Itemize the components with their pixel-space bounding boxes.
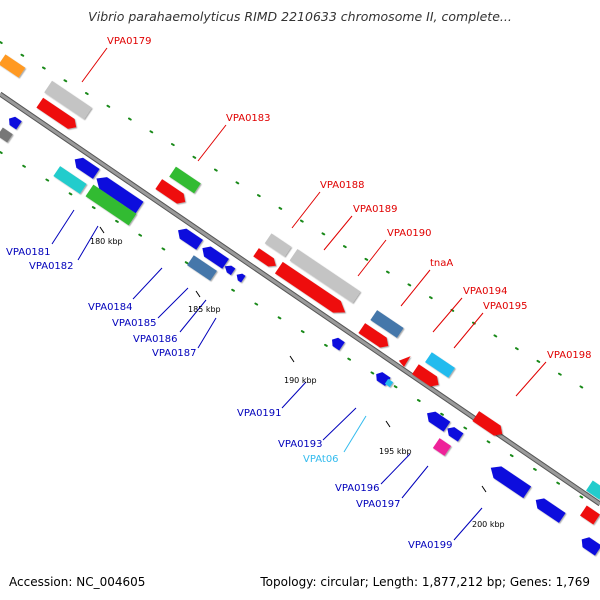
feature-vpa0194-red[interactable] bbox=[412, 364, 442, 390]
leader-lines-top bbox=[81, 47, 547, 397]
feature-vpa0196-blue[interactable] bbox=[424, 408, 451, 432]
scale-ticks: 180 kbp 185 kbp 190 kbp 195 kbp 200 kbp bbox=[90, 226, 505, 529]
genome-summary-text: Topology: circular; Length: 1,877,212 bp… bbox=[260, 575, 590, 589]
feature-vpa0186-steel[interactable] bbox=[187, 255, 217, 281]
scale-tick-label: 195 kbp bbox=[379, 447, 412, 456]
feature-edge-cyan[interactable] bbox=[586, 480, 600, 500]
scale-tick-label: 185 kbp bbox=[188, 305, 221, 314]
feature-vpa0184-blue[interactable] bbox=[175, 225, 203, 250]
backbone-line bbox=[0, 92, 600, 506]
feature-vpa0189-red[interactable] bbox=[274, 261, 349, 318]
feature-vpa0198-red[interactable] bbox=[472, 411, 505, 439]
gene-label[interactable]: VPA0185 bbox=[112, 318, 157, 329]
labels-top: VPA0179 VPA0183 VPA0188 VPA0189 VPA0190 … bbox=[107, 36, 592, 361]
feature-vpat06-lightblue[interactable] bbox=[384, 378, 394, 388]
gene-label[interactable]: VPA0196 bbox=[335, 483, 380, 494]
feature-vpa0187-blue[interactable] bbox=[234, 271, 246, 283]
feature-vpa0181-cyan[interactable] bbox=[53, 166, 87, 194]
gene-label[interactable]: VPA0189 bbox=[353, 204, 398, 215]
feature-vpa0190-red[interactable] bbox=[358, 323, 391, 351]
scale-tick-label: 190 kbp bbox=[284, 376, 317, 385]
map-title: Vibrio parahaemolyticus RIMD 2210633 chr… bbox=[88, 9, 512, 24]
feature-vpa0186-blue[interactable] bbox=[223, 263, 236, 276]
feature-edge-blue[interactable] bbox=[578, 534, 600, 556]
scale-tick-label: 200 kbp bbox=[472, 520, 505, 529]
gene-label[interactable]: VPA0179 bbox=[107, 36, 152, 47]
feature-vpa0196-magenta[interactable] bbox=[432, 438, 452, 456]
labels-bottom: VPA0181 VPA0182 VPA0184 VPA0185 VPA0186 … bbox=[6, 247, 453, 551]
feature-vpa0191-blue[interactable] bbox=[329, 335, 345, 351]
gene-label[interactable]: VPA0197 bbox=[356, 499, 401, 510]
feature-vpa0188-gray[interactable] bbox=[264, 233, 292, 257]
leader-line-trna bbox=[343, 415, 367, 453]
feature-vpa0182-blue[interactable] bbox=[93, 173, 144, 214]
gene-label[interactable]: VPA0184 bbox=[88, 302, 133, 313]
feature-vpa0189-gray[interactable] bbox=[289, 248, 361, 304]
gene-label[interactable]: VPA0183 bbox=[226, 113, 271, 124]
gene-label[interactable]: VPA0188 bbox=[320, 180, 365, 191]
gene-label[interactable]: VPA0182 bbox=[29, 261, 74, 272]
feature-left-blue[interactable] bbox=[6, 114, 22, 130]
feature-vpa0190-steel[interactable] bbox=[370, 310, 404, 338]
gc-track-inner bbox=[0, 151, 600, 509]
feature-vpa0185-blue[interactable] bbox=[199, 243, 229, 269]
gene-label[interactable]: VPA0198 bbox=[547, 350, 592, 361]
feature-vpa0197-blue[interactable] bbox=[445, 424, 464, 442]
gene-label[interactable]: VPA0194 bbox=[463, 286, 508, 297]
feature-orange[interactable] bbox=[0, 54, 26, 78]
gene-label[interactable]: VPA0191 bbox=[237, 408, 282, 419]
feature-vpa0188-red[interactable] bbox=[253, 248, 278, 270]
feature-edge-red[interactable] bbox=[580, 505, 600, 525]
feature-vpa0183-red[interactable] bbox=[155, 179, 188, 207]
feature-vpa0179-gray[interactable] bbox=[44, 80, 92, 120]
feature-tnaa-red[interactable] bbox=[398, 353, 413, 367]
feature-vpa0194-lightblue[interactable] bbox=[425, 352, 455, 378]
backbone bbox=[0, 91, 600, 507]
feature-left-gray[interactable] bbox=[0, 127, 13, 143]
gc-track-outer bbox=[0, 41, 600, 399]
feature-vpa0199-blue[interactable] bbox=[487, 462, 532, 499]
gene-label[interactable]: VPA0195 bbox=[483, 301, 528, 312]
trna-label[interactable]: VPAt06 bbox=[303, 454, 339, 465]
gene-label[interactable]: VPA0186 bbox=[133, 334, 178, 345]
feature-vpa0200-blue[interactable] bbox=[532, 495, 566, 523]
gene-label[interactable]: VPA0181 bbox=[6, 247, 51, 258]
gene-label[interactable]: VPA0187 bbox=[152, 348, 197, 359]
gene-label[interactable]: tnaA bbox=[430, 258, 453, 269]
gene-label[interactable]: VPA0199 bbox=[408, 540, 453, 551]
gene-label[interactable]: VPA0193 bbox=[278, 439, 323, 450]
scale-tick-label: 180 kbp bbox=[90, 237, 123, 246]
gene-label[interactable]: VPA0190 bbox=[387, 228, 432, 239]
feature-vpa0183-green[interactable] bbox=[169, 166, 201, 194]
feature-vpa0179-red[interactable] bbox=[36, 97, 79, 133]
features bbox=[0, 54, 600, 556]
feature-vpa0182-green[interactable] bbox=[85, 184, 137, 226]
feature-vpa0181-blue[interactable] bbox=[71, 154, 100, 179]
leader-lines-bottom bbox=[51, 209, 483, 541]
accession-text: Accession: NC_004605 bbox=[9, 575, 146, 589]
